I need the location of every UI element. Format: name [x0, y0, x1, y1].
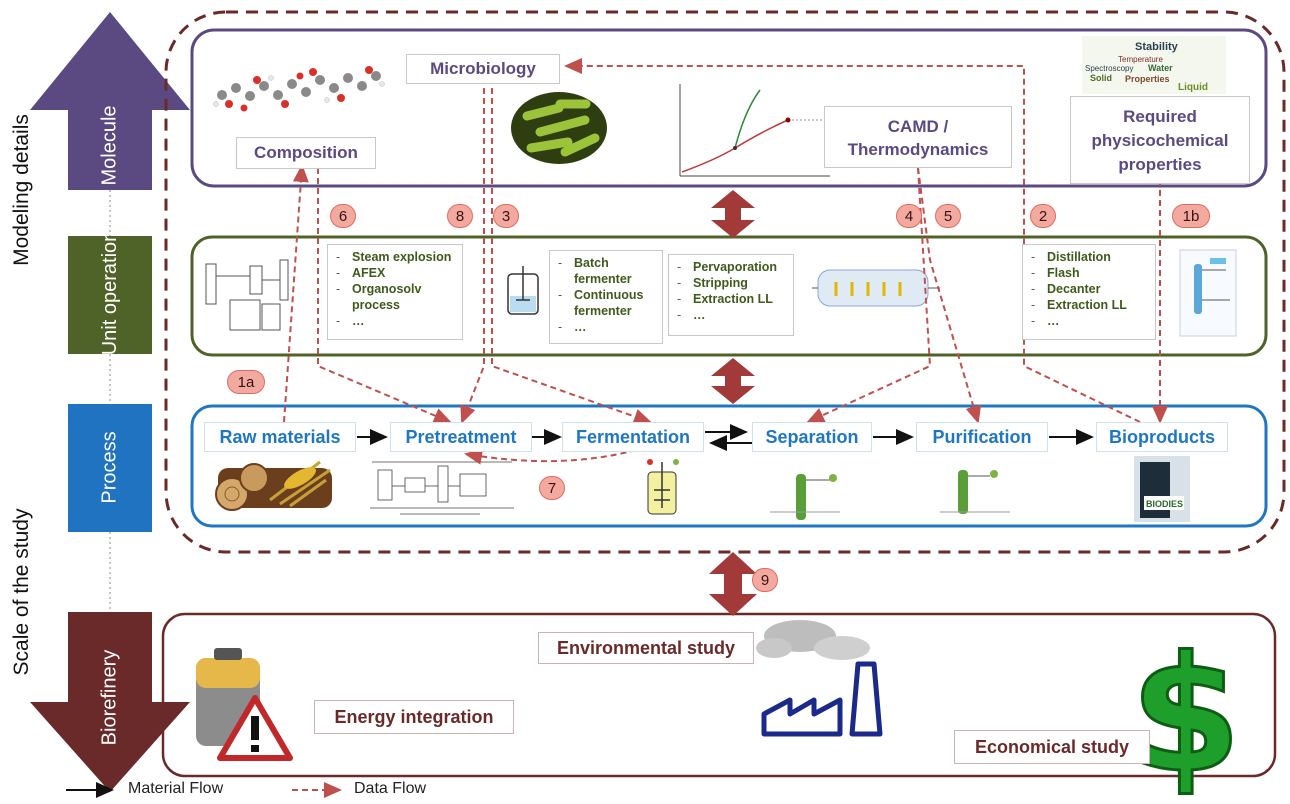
svg-text:BIODIES: BIODIES	[1146, 499, 1183, 509]
molecule-model-image	[213, 66, 385, 112]
op-more: …	[675, 307, 787, 323]
biorefinery-level-box	[161, 612, 1277, 778]
badge-5: 5	[935, 204, 961, 228]
unit-operation-text: Unit operation	[99, 230, 121, 356]
op-distillation: Distillation	[1029, 249, 1149, 265]
link-molecule-unit	[711, 190, 755, 238]
biorefinery-level-label: Biorefinery	[98, 649, 121, 746]
purification-ops-list: Distillation Flash Decanter Extraction L…	[1022, 244, 1156, 340]
step-raw-materials: Raw materials	[204, 422, 356, 452]
camd-thermodynamics-box: CAMD / Thermodynamics	[824, 106, 1012, 168]
svg-text:Liquid: Liquid	[1178, 82, 1208, 93]
badge-7: 7	[539, 476, 565, 500]
svg-text:Properties: Properties	[1125, 74, 1170, 84]
biodiesel-pump-image: BIODIES	[1134, 456, 1190, 522]
svg-text:Temperature: Temperature	[1118, 55, 1163, 64]
molecule-arrow	[30, 12, 190, 190]
op-more: …	[334, 313, 456, 329]
environmental-study-box: Environmental study	[538, 632, 754, 664]
op-flash: Flash	[1029, 265, 1149, 281]
op-extraction-ll: Extraction LL	[1029, 297, 1149, 313]
op-more: …	[1029, 313, 1149, 329]
process-level-label: Process	[98, 431, 121, 504]
separation-column-image	[770, 474, 840, 520]
modeling-scope-dashed-frame	[164, 10, 1286, 554]
step-pretreatment: Pretreatment	[390, 422, 532, 452]
op-more: …	[556, 319, 656, 335]
badge-1b: 1b	[1172, 204, 1210, 228]
dollar-glyph: $	[1130, 621, 1241, 804]
molecule-level-label: Molecule	[98, 105, 121, 186]
pretreatment-schematic	[205, 259, 289, 331]
fermenter-icon	[507, 266, 539, 315]
purification-column-image	[940, 470, 1010, 514]
badge-3: 3	[493, 204, 519, 228]
modeling-details-label: Modeling details	[10, 114, 33, 266]
badge-6: 6	[330, 204, 356, 228]
badge-8: 8	[447, 204, 473, 228]
step-fermentation: Fermentation	[562, 422, 704, 452]
composition-box: Composition	[236, 137, 376, 169]
badge-4: 4	[896, 204, 922, 228]
op-organosolv: Organosolv process	[334, 281, 456, 313]
biorefinery-arrow	[30, 612, 190, 792]
svg-text:Solid: Solid	[1090, 73, 1112, 83]
step-bioproducts: Bioproducts	[1096, 422, 1228, 452]
legend-data-label: Data Flow	[354, 780, 427, 797]
membrane-module-image	[812, 269, 940, 307]
pretreatment-ops-list: Steam explosion AFEX Organosolv process …	[327, 244, 463, 340]
badge-1a: 1a	[227, 370, 265, 394]
svg-text:Stability: Stability	[1135, 41, 1179, 53]
phase-diagram-image	[672, 82, 832, 178]
process-level-box	[190, 404, 1268, 528]
pretreatment-flowsheet	[370, 461, 514, 515]
link-process-biorefinery	[709, 552, 757, 616]
op-decanter: Decanter	[1029, 281, 1149, 297]
op-continuous-fermenter: Continuous fermenter	[556, 287, 656, 319]
data-flow-arrows	[283, 58, 1168, 465]
economical-study-box: Economical study	[954, 730, 1150, 764]
process-arrow-segment	[68, 404, 152, 532]
unit-operation-level-label: Unit operation	[99, 223, 121, 363]
step-separation: Separation	[752, 422, 872, 452]
material-flow-arrows	[357, 424, 1094, 451]
op-pervaporation: Pervaporation	[675, 259, 787, 275]
energy-integration-box: Energy integration	[314, 700, 514, 734]
required-properties-box: Required physicochemical properties	[1070, 96, 1250, 184]
link-unit-process	[711, 358, 755, 404]
badge-9: 9	[752, 568, 778, 592]
unit-operation-level-box	[190, 235, 1268, 357]
wood-logs-image	[215, 460, 332, 511]
scale-of-study-label: Scale of the study	[10, 508, 33, 676]
op-batch-fermenter: Batch fermenter	[556, 255, 656, 287]
microbiology-box: Microbiology	[406, 54, 560, 84]
svg-text:Water: Water	[1148, 63, 1173, 73]
op-extraction-ll: Extraction LL	[675, 291, 787, 307]
legend-material-label: Material Flow	[128, 780, 224, 797]
op-steam-explosion: Steam explosion	[334, 249, 456, 265]
step-purification: Purification	[916, 422, 1048, 452]
svg-text:Spectroscopy: Spectroscopy	[1085, 64, 1133, 73]
factory-icon	[756, 620, 883, 737]
dollar-sign-icon: $	[1129, 620, 1243, 804]
bioreactor-image	[647, 459, 679, 515]
badge-2: 2	[1030, 204, 1056, 228]
molecule-level-box	[190, 28, 1268, 188]
word-cloud-image: Stability Temperature Spectroscopy Water…	[1082, 36, 1226, 94]
bacteria-image	[511, 92, 607, 164]
battery-warning-icon	[196, 648, 293, 761]
fermenter-ops-list: Batch fermenter Continuous fermenter …	[549, 250, 663, 344]
unit-operation-arrow-segment	[68, 236, 152, 354]
separation-ops-list: Pervaporation Stripping Extraction LL …	[668, 254, 794, 336]
op-afex: AFEX	[334, 265, 456, 281]
distillation-column-schematic	[1179, 249, 1237, 337]
op-stripping: Stripping	[675, 275, 787, 291]
